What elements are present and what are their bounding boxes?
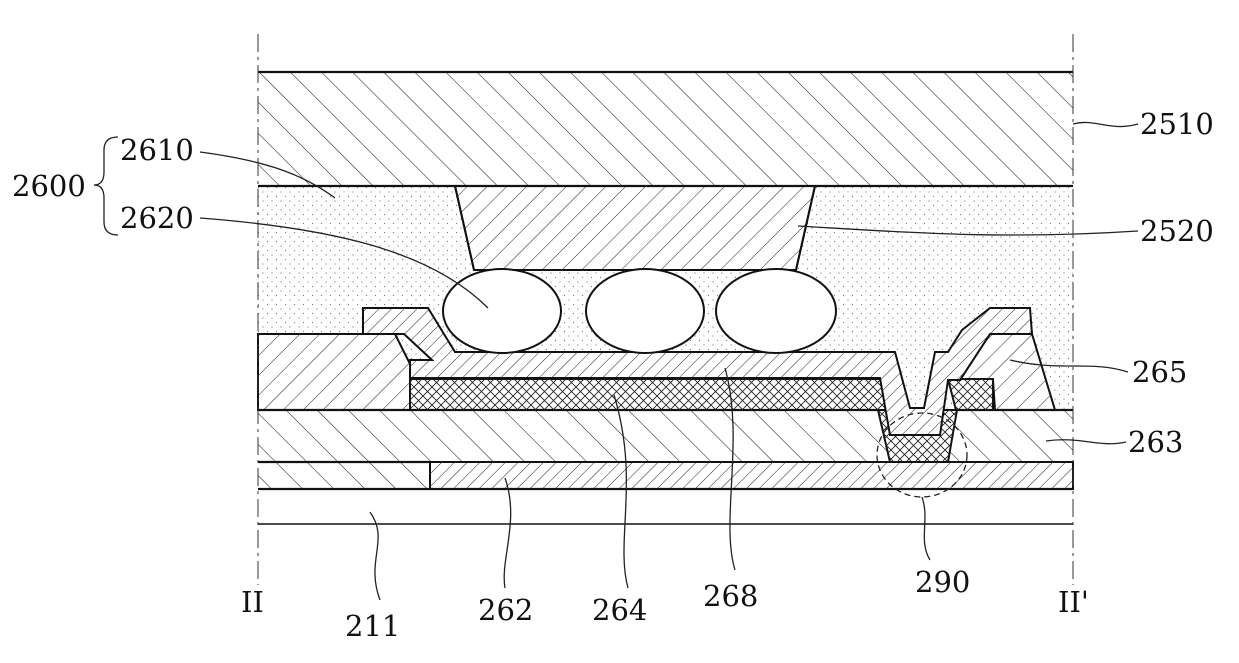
label-section-right: II' bbox=[1058, 585, 1089, 619]
label-290: 290 bbox=[915, 565, 970, 599]
label-262: 262 bbox=[478, 593, 533, 627]
upper-substrate-2510 bbox=[258, 72, 1073, 186]
conductive-ball-2 bbox=[586, 269, 704, 353]
label-2620: 2620 bbox=[120, 201, 194, 235]
label-2610: 2610 bbox=[120, 133, 194, 167]
label-2520: 2520 bbox=[1140, 214, 1214, 248]
label-264: 264 bbox=[592, 593, 647, 627]
label-2510: 2510 bbox=[1140, 107, 1214, 141]
label-268: 268 bbox=[703, 579, 758, 613]
label-263: 263 bbox=[1128, 425, 1183, 459]
label-265: 265 bbox=[1132, 355, 1187, 389]
label-section-left: II bbox=[241, 585, 264, 619]
base-substrate-211 bbox=[258, 489, 1073, 524]
brace-2600 bbox=[94, 137, 118, 235]
label-2600: 2600 bbox=[12, 169, 86, 203]
conductive-ball-3 bbox=[716, 269, 836, 353]
label-211: 211 bbox=[345, 609, 400, 643]
conductive-ball-1 bbox=[443, 269, 561, 353]
